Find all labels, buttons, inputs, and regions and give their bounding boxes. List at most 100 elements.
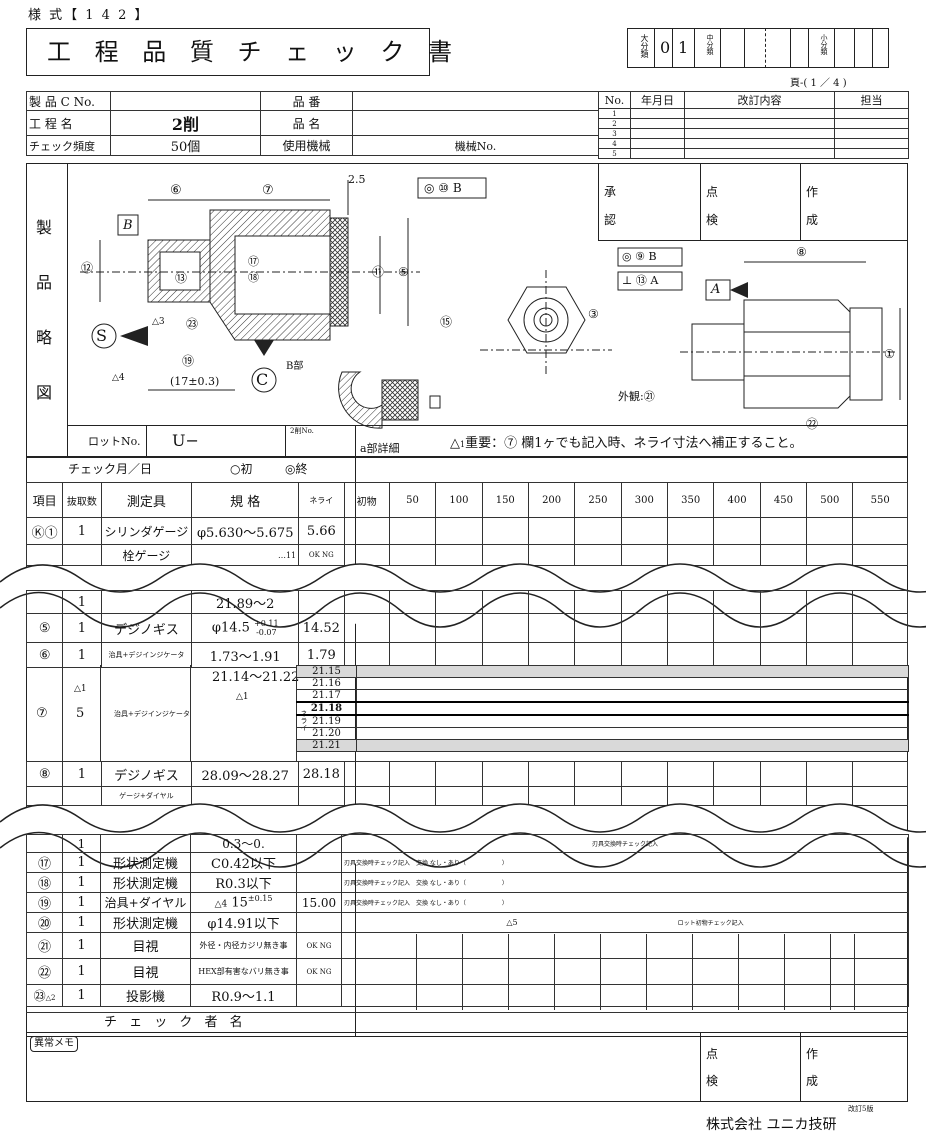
callout-5: ⑤ [398, 265, 409, 279]
row1-tool: シリンダゲージ [100, 517, 193, 545]
row19-aim: 15.00 [296, 892, 342, 913]
row6-n: 1 [62, 642, 102, 668]
row8-item: ⑧ [25, 761, 64, 787]
c-mark-label: C [256, 370, 269, 389]
row6-spec: 1.73〜1.91 [191, 642, 300, 668]
side-label-3: 略 [36, 328, 53, 347]
datum-b-label: B [123, 218, 133, 233]
row5-aim: 14.52 [298, 613, 345, 643]
info-table: 製 品 C No. 品 番 工 程 名 2削 品 名 チェック頻度 50個 使用… [26, 91, 599, 156]
row20-tool: 形状測定機 [100, 912, 191, 933]
row5-tool: デジノギス [100, 613, 193, 643]
row17-note: 刃具交換時チェック記入 交換 なし・あり（ ） [341, 852, 909, 873]
revision-content-header: 改訂内容 [684, 91, 835, 109]
row17-n: 1 [62, 852, 101, 873]
bottom-create-label-2: 成 [806, 1074, 819, 1088]
flatness-frame-3: ⊥ ⑬ A [622, 274, 659, 287]
check-frequency-label: チェック頻度 [26, 135, 111, 156]
callout-8: ⑧ [796, 245, 807, 259]
part-b-label: B部 [286, 361, 304, 372]
callout-19: ⑲ [182, 354, 195, 368]
row21-n: 1 [62, 932, 101, 959]
row20-item: ⑳ [26, 912, 63, 933]
aim-21-16: 21.16 [296, 677, 357, 690]
check-label-1: 点 [706, 185, 719, 199]
row1-aim: 5.66 [298, 517, 345, 545]
row20-spec: φ14.91以下 [190, 912, 297, 933]
appearance-label: 外観:㉑ [618, 390, 655, 403]
side-label-4: 図 [36, 383, 53, 402]
row6-aim: 1.79 [298, 642, 345, 668]
row19-note: 刃具交換時チェック記入 交換 なし・あり（ ） [341, 892, 909, 913]
row23-tool: 投影機 [100, 984, 191, 1007]
row17-item: ⑰ [26, 852, 63, 873]
row18-spec: R0.3以下 [190, 872, 297, 893]
aim-21-19: 21.19 [296, 714, 357, 728]
callout-13: ⑬ [175, 271, 188, 285]
callout-11: ⑪ [372, 265, 385, 279]
detail-a-label: a部詳細 [360, 442, 400, 455]
row1-item: Ⓚ① [25, 517, 64, 545]
dimension-17: (17±0.3) [170, 375, 220, 388]
approval-box [598, 163, 908, 241]
row23-spec: R0.9〜1.1 [190, 984, 297, 1007]
row7-item: ⑦ [36, 706, 48, 721]
checker-label: チ ェ ッ ク 者 名 [104, 1015, 247, 1030]
lot-label: ロットNo. [88, 435, 141, 448]
company-name: 株式会社 ユニカ技研 [706, 1117, 837, 1133]
triangle-4: △4 [112, 373, 125, 383]
callout-1: ① [884, 347, 895, 361]
row8-aim: 28.18 [298, 761, 345, 787]
middle-class-label: 中分類 [706, 34, 714, 55]
important-note: △1重要：⑦ 欄1ヶでも記入時、ネライ寸法へ補正すること。 [450, 436, 803, 451]
check-rows-middle: 1 21.89〜2 ⑤ 1 デジノギス φ14.5 +0.11-0.07 14.… [25, 590, 908, 668]
process-name-value: 2削 [110, 110, 261, 136]
row2-tool: 栓ゲージ [100, 544, 193, 566]
row18-item: ⑱ [26, 872, 63, 893]
memo-area[interactable] [26, 1032, 908, 1102]
col-item: 項目 [25, 482, 64, 518]
col-tool: 測定具 [100, 482, 193, 518]
row18-note: 刃具交換時チェック記入 交換 なし・あり（ ） [341, 872, 909, 893]
form-number: 様 式【 1 4 2 】 [28, 8, 150, 23]
aim-21-15: 21.15 [296, 665, 357, 678]
row23-item: ㉓△2 [26, 984, 63, 1007]
callout-6: ⑥ [170, 183, 182, 198]
bottom-create-label-1: 作 [806, 1047, 819, 1061]
row19-tool: 治具+ダイヤル [100, 892, 191, 913]
row19-n: 1 [62, 892, 101, 913]
lot-value: U− [172, 431, 199, 450]
row8-tool: デジノギス [100, 761, 193, 787]
dimension-2-5: 2.5 [348, 173, 366, 186]
callout-7: ⑦ [262, 183, 274, 198]
col-100: 100 [435, 482, 483, 518]
row6-item: ⑥ [25, 642, 64, 668]
approval-label-1: 承 [604, 185, 617, 199]
row20-n: 1 [62, 912, 101, 933]
row7-tool: 治具+デジインジケータ [114, 710, 190, 718]
s-mark-label: S [96, 326, 107, 345]
row21-aim: OK NG [296, 932, 342, 959]
row3-n: 1 [62, 590, 102, 614]
col-350: 350 [667, 482, 715, 518]
row2-spec: …11 [191, 544, 300, 566]
col-sample: 抜取数 [62, 482, 102, 518]
bottom-check-label-2: 検 [706, 1074, 719, 1088]
row8: ⑧ 1 デジノギス 28.09〜28.27 28.18 ゲージ+ダイヤル [25, 761, 908, 806]
version-label: 改訂5版 [848, 1105, 874, 1113]
col-200: 200 [527, 482, 576, 518]
page-title: 工 程 品 質 チ ェ ッ ク 書 [47, 38, 461, 66]
row21-spec: 外径・内径カジリ無き事 [190, 932, 297, 959]
rowb0-n: 1 [62, 834, 101, 853]
col-400: 400 [713, 482, 761, 518]
col-150: 150 [481, 482, 529, 518]
row1-n: 1 [62, 517, 102, 545]
first-label: ○初 [230, 462, 253, 476]
row23-n: 1 [62, 984, 101, 1007]
create-label-2: 成 [806, 213, 819, 227]
callout-12: ⑫ [81, 261, 94, 275]
row5-item: ⑤ [25, 613, 64, 643]
row22-n: 1 [62, 958, 101, 985]
row3-spec: 21.89〜2 [191, 590, 300, 614]
